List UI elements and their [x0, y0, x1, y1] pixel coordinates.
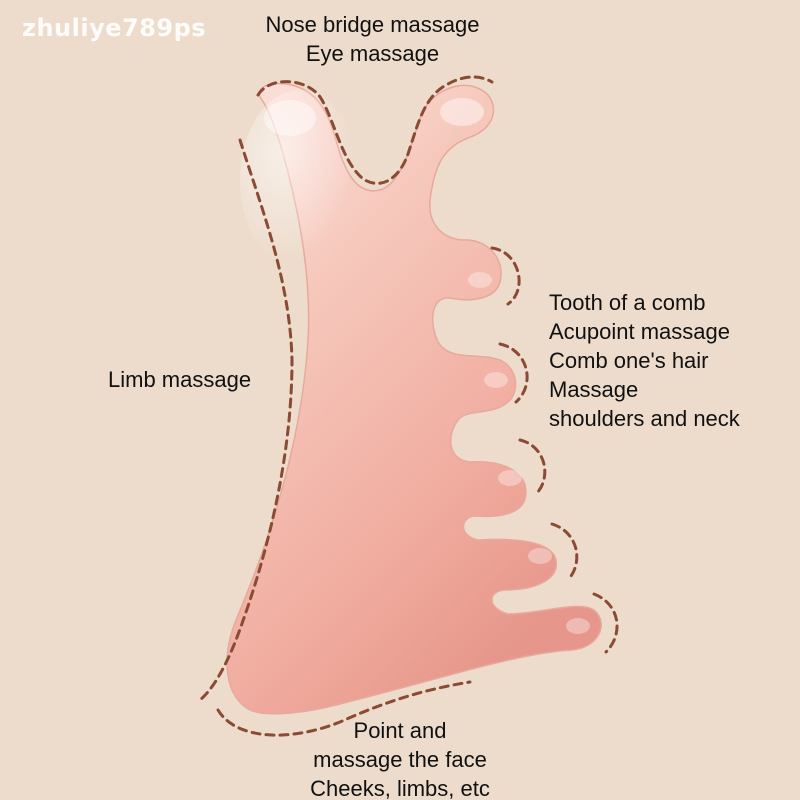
dashed-outline-tooth-1 — [490, 246, 521, 306]
tip-highlight — [264, 100, 316, 136]
label-line: massage the face — [313, 747, 487, 772]
label-line: Tooth of a comb — [549, 290, 706, 315]
dashed-outline-tooth-5 — [592, 592, 619, 654]
label-line: Nose bridge massage — [265, 12, 480, 37]
tooth-highlight — [566, 618, 590, 634]
label-line: Cheeks, limbs, etc — [310, 776, 490, 800]
dashed-outline-bottom — [216, 680, 472, 737]
watermark-text: zhuliye789ps — [22, 14, 207, 42]
label-line: shoulders and neck — [549, 406, 740, 431]
tooth-highlight — [484, 372, 508, 388]
tooth-highlight — [468, 272, 492, 288]
label-nose-bridge: Nose bridge massage Eye massage — [250, 10, 495, 68]
dashed-outline-top — [256, 75, 494, 185]
label-line: Comb one's hair — [549, 348, 709, 373]
dashed-outline-tooth-3 — [518, 438, 547, 496]
tip-highlight — [440, 98, 484, 126]
label-line: Massage — [549, 377, 639, 402]
label-line: Limb massage — [108, 367, 252, 392]
dashed-outline-tooth-4 — [550, 522, 579, 582]
label-line: Point and — [353, 718, 447, 743]
tooth-highlight — [498, 470, 522, 486]
label-limb-massage: Limb massage — [108, 365, 251, 394]
label-line: Eye massage — [305, 41, 440, 66]
label-tooth-of-comb: Tooth of a comb Acupoint massage Comb on… — [549, 288, 740, 433]
dashed-outline-tooth-2 — [498, 342, 529, 404]
label-line: Acupoint massage — [549, 319, 730, 344]
dashed-outline-left — [198, 138, 294, 702]
tooth-highlight — [528, 548, 552, 564]
stone-highlight — [240, 90, 360, 270]
label-point-massage: Point and massage the face Cheeks, limbs… — [300, 716, 500, 800]
